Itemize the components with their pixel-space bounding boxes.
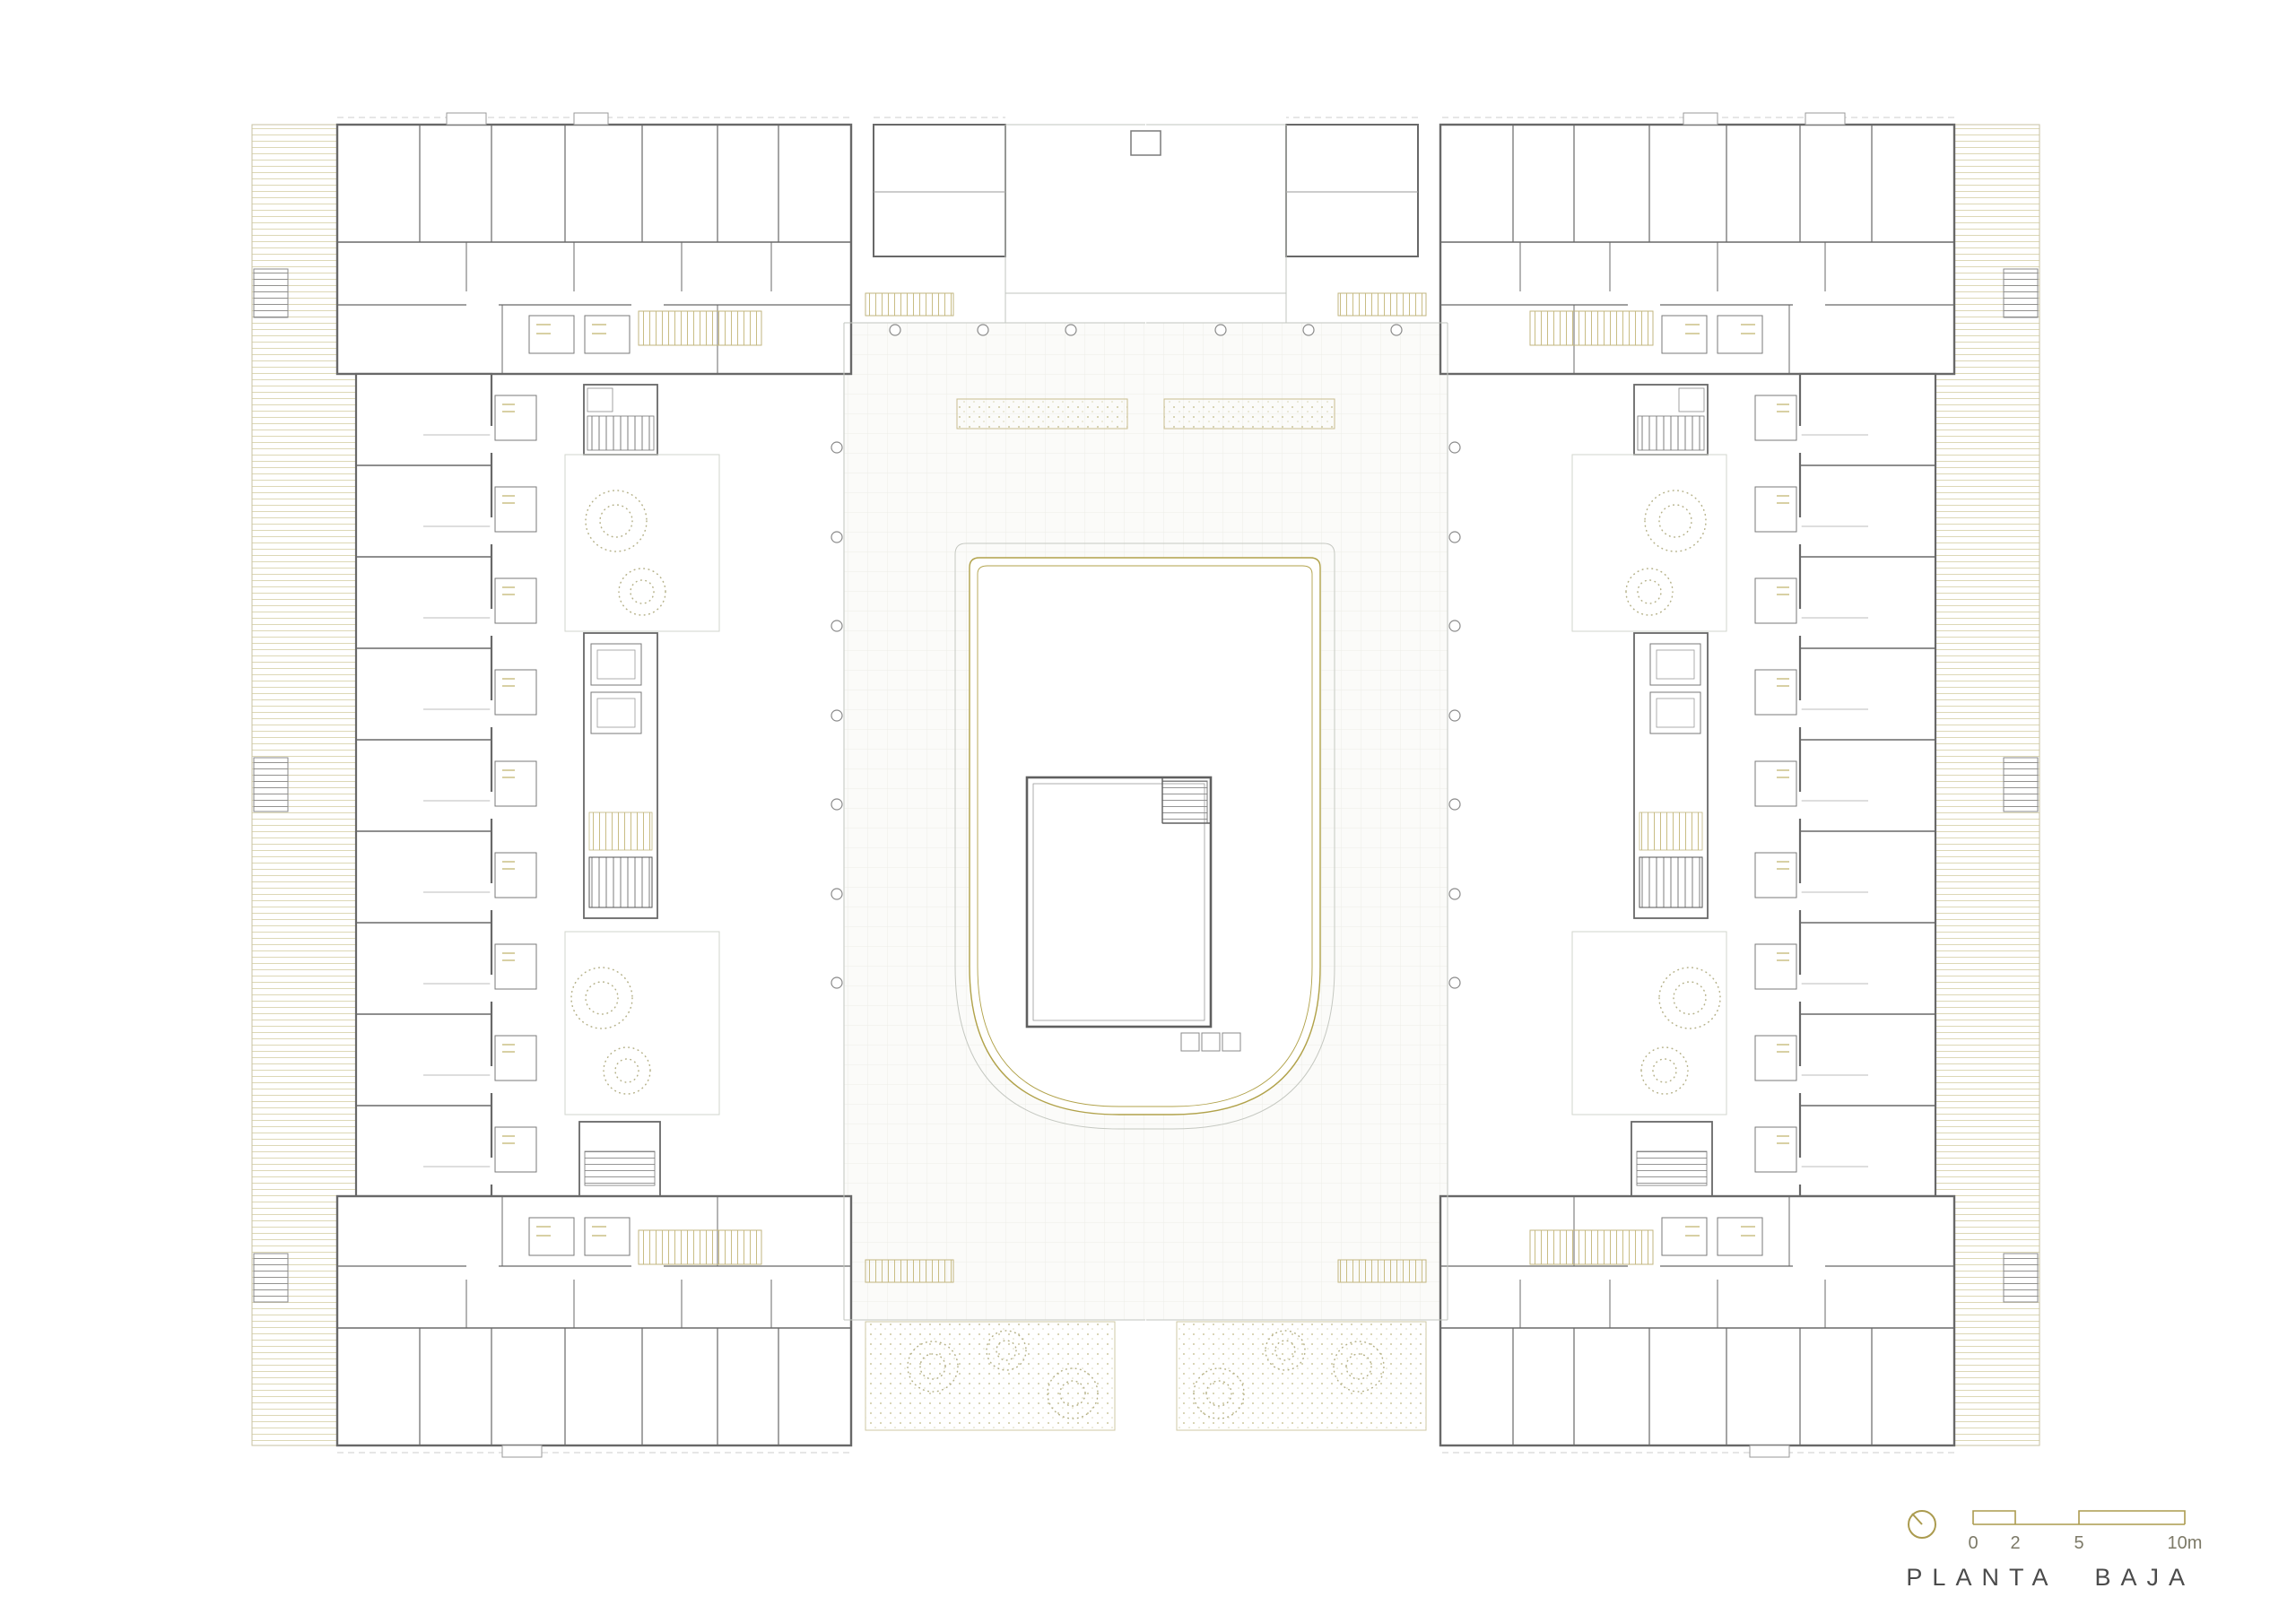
scale-labels: 0 2 5 10m [1968, 1533, 2202, 1553]
stair-core-top [583, 384, 658, 456]
floor-plan-drawing: 0 2 5 10m PLANTA BAJA [251, 112, 2202, 1591]
roof-shaft [446, 112, 487, 126]
pavilion-stair [1161, 780, 1208, 824]
elevator-cab [596, 698, 636, 728]
plan-left-half [251, 112, 1145, 1458]
patio-garden-bottom [564, 931, 720, 1115]
entrance-ramp-hatch [638, 1229, 762, 1265]
apartment-block-top [335, 112, 853, 376]
plan-title: PLANTA BAJA [1906, 1564, 2195, 1591]
planted-bed-bottom [865, 1321, 1116, 1431]
scale-bar [1972, 1510, 2186, 1525]
fixture-marks [536, 324, 606, 334]
skylight-box [1130, 130, 1161, 156]
roof-shaft [573, 112, 609, 126]
roofline-dashed [337, 117, 1005, 1454]
entrance-ramp-hatch [638, 310, 762, 346]
bathroom-pod [528, 1217, 575, 1256]
north-arrow-icon [1908, 1510, 1936, 1539]
entry-hatch-bottom [865, 1259, 954, 1283]
apartment-block-bottom [335, 1194, 853, 1458]
courtyard-edge [843, 322, 1145, 1321]
colonnade-columns [831, 324, 1077, 989]
bathroom-pod [494, 395, 537, 441]
title-block: 0 2 5 10m PLANTA BAJA [1906, 1510, 2202, 1591]
courtyard-center [954, 130, 1335, 1130]
bathroom-pod [584, 1217, 631, 1256]
planter-strip-top [956, 398, 1128, 430]
exterior-stairs [253, 268, 289, 1303]
scale-label-2: 2 [2010, 1533, 2020, 1553]
scale-label-10m: 10m [2168, 1533, 2203, 1553]
scale-label-0: 0 [1968, 1533, 1978, 1553]
room-top-center [873, 124, 1006, 257]
scale-label-5: 5 [2074, 1533, 2083, 1553]
bathroom-pod [528, 315, 575, 354]
patio-garden-top [564, 454, 720, 632]
wing-rooms [354, 372, 537, 1198]
elevator-cab [596, 649, 636, 680]
bathroom-pod [584, 315, 631, 354]
entry-hatch-top [865, 292, 954, 317]
entry-corridor-edge [1004, 124, 1145, 323]
central-pavilion [1025, 776, 1241, 1052]
stair-elevator-core [583, 632, 658, 919]
stair-run [588, 856, 653, 908]
fixture-marks [536, 1226, 606, 1237]
stair-core-bottom [578, 1121, 661, 1197]
roof-shaft [501, 1445, 543, 1458]
